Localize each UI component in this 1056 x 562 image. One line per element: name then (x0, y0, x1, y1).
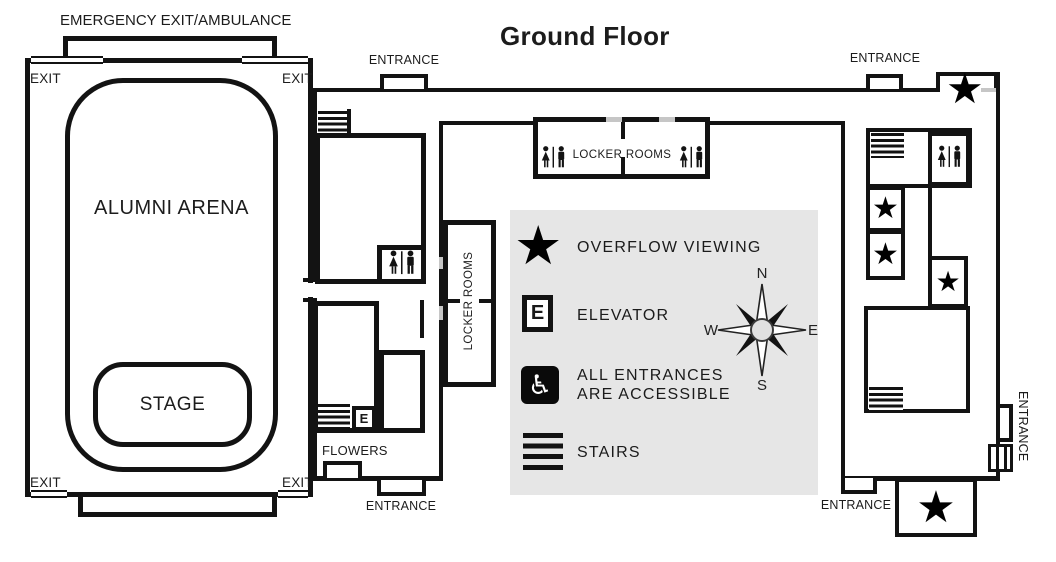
entrance-label-top-1: ENTRANCE (368, 53, 440, 67)
exit-label-top-left: EXIT (30, 71, 61, 86)
restroom-icons-room-a (385, 249, 419, 281)
restroom-box-room-a (377, 245, 426, 284)
entrance-label-east: ENTRANCE (1016, 391, 1030, 462)
arena-dock-wall-right (272, 497, 277, 517)
locker-rooms-top-label: LOCKER ROOMS (572, 149, 672, 161)
compass-rose: N S W E (702, 265, 822, 394)
door-gap-locker-1 (606, 117, 622, 122)
locker-divider-seg1 (621, 122, 625, 139)
overflow-room-3: ★ (928, 256, 968, 308)
restroom-icons-locker-left (538, 142, 569, 177)
room-c (379, 350, 425, 433)
door-gap-court-left-1 (439, 257, 443, 269)
entrance-bump-east (996, 404, 1013, 442)
outer-wall-right (996, 72, 1000, 480)
compass-e: E (808, 322, 818, 339)
legend-elevator-icon: E (522, 295, 553, 332)
exit-label-bottom-left: EXIT (30, 475, 61, 490)
legend-star-icon: ★ (514, 216, 563, 276)
wall-stub-mid (420, 300, 424, 338)
compass-w: W (704, 322, 719, 339)
compass-n: N (757, 266, 768, 282)
ambulance-bay-wall-top (63, 36, 277, 41)
locker-rooms-side-box (443, 220, 496, 387)
entrance-bump-bottom-mid (377, 480, 426, 496)
overflow-star-top-right: ★ (946, 65, 984, 112)
ambulance-bay-wall-right (272, 36, 277, 62)
legend-stairs-icon (523, 433, 563, 470)
stage-label: STAGE (139, 393, 206, 415)
stairs-icon-east (988, 444, 1013, 472)
overflow-star-south: ★ (916, 482, 956, 532)
entrance-bump-top-1 (380, 74, 428, 89)
arena-dock-wall-left (78, 497, 83, 517)
wing-left-wall (841, 121, 845, 480)
emergency-exit-label: EMERGENCY EXIT/AMBULANCE (60, 12, 292, 29)
overflow-star-3: ★ (935, 266, 961, 297)
stairs-icon-mid-top (318, 111, 347, 133)
exit-door-bottom-left (31, 490, 67, 498)
stairs-icon-mid-bottom (318, 404, 350, 428)
compass-s: S (757, 377, 767, 392)
arena-name: ALUMNI ARENA (94, 197, 249, 219)
stairs-cap-mid-top (347, 109, 351, 135)
locker-side-divider-seg2 (479, 299, 496, 303)
ambulance-bay-wall-left (63, 36, 68, 62)
entrance-bump-top-2 (866, 74, 903, 89)
arena-dock-wall-bottom (78, 512, 277, 517)
legend-accessible-line2: ARE ACCESSIBLE (577, 386, 731, 403)
overflow-room-south: ★ (895, 478, 977, 537)
door-gap-locker-2 (659, 117, 675, 122)
legend-overflow-label: OVERFLOW VIEWING (577, 239, 762, 256)
locker-rooms-side-label: LOCKER ROOMS (463, 251, 475, 351)
flowers-stand (323, 461, 362, 478)
overflow-star-2: ★ (872, 238, 899, 271)
overflow-room-2: ★ (866, 230, 905, 280)
elevator-letter-mid: E (359, 411, 369, 426)
middle-bottom-wall (308, 476, 443, 481)
legend-accessible-line1: ALL ENTRANCES (577, 367, 724, 384)
wheelchair-glyph: ♿ (527, 369, 553, 400)
restroom-icons-wing (934, 143, 965, 175)
door-gap-top-right (981, 88, 996, 92)
restroom-box-wing (928, 132, 970, 186)
exit-door-top-left (31, 56, 103, 64)
elevator-box-mid: E (352, 406, 376, 431)
elevator-letter: E (530, 302, 545, 324)
entrance-label-bottom-mid: ENTRANCE (365, 499, 437, 513)
exit-label-bottom-right: EXIT (282, 475, 313, 490)
corridor-top-wall (313, 88, 940, 92)
entrance-label-southwest: ENTRANCE (820, 498, 892, 512)
locker-side-divider-seg1 (443, 299, 460, 303)
stage: STAGE (93, 362, 252, 447)
court-left-wall (439, 121, 443, 480)
stairs-icon-wing-top (871, 133, 904, 158)
locker-divider-seg2 (621, 157, 625, 175)
stairs-icon-wing-bottom (869, 387, 903, 410)
door-gap-court-left-2 (439, 306, 443, 320)
entrance-label-top-2: ENTRANCE (849, 51, 921, 65)
passage-gap (308, 283, 313, 297)
overflow-star-1: ★ (872, 192, 899, 225)
restroom-icons-locker-right (676, 142, 707, 177)
exit-door-bottom-right (278, 490, 308, 498)
legend-wheelchair-icon: ♿ (521, 366, 559, 404)
page-title: Ground Floor (500, 21, 670, 51)
flowers-label: FLOWERS (322, 443, 388, 458)
legend-elevator-label: ELEVATOR (577, 307, 670, 324)
exit-label-top-right: EXIT (282, 71, 313, 86)
room-a (315, 133, 426, 284)
legend-stairs-label: STAIRS (577, 444, 641, 461)
overflow-room-1: ★ (866, 186, 905, 232)
passage-stub-lower (303, 298, 317, 302)
passage-stub-upper (303, 278, 317, 282)
exit-door-top-right (242, 56, 308, 64)
wing-inner-wall (928, 128, 932, 308)
entrance-bump-southwest (841, 478, 877, 494)
